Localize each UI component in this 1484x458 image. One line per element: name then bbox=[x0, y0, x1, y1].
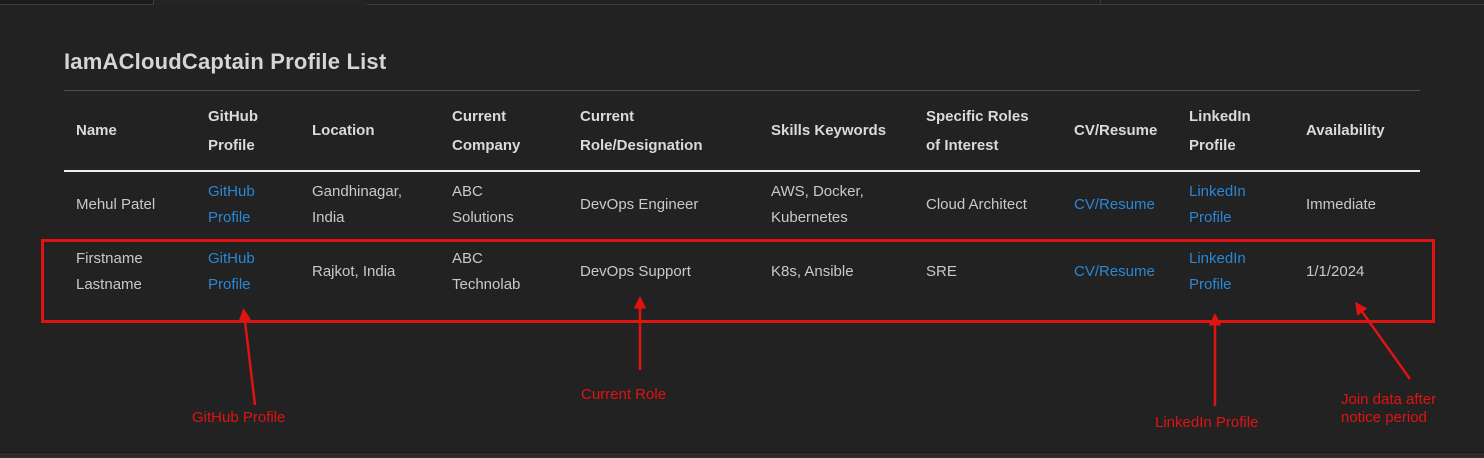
cell-current-role: DevOps Engineer bbox=[580, 196, 699, 213]
col-header-roles-of-interest: Specific Roles of Interest bbox=[914, 91, 1062, 172]
col-header-linkedin-profile: LinkedIn Profile bbox=[1177, 91, 1294, 172]
cell-roles-of-interest: Cloud Architect bbox=[926, 196, 1027, 213]
cell-company: ABC Technolab bbox=[452, 249, 521, 293]
tab-boundary-tick bbox=[1100, 0, 1101, 4]
cell-skills: K8s, Ansible bbox=[771, 262, 854, 280]
arrow-join-date bbox=[1355, 301, 1412, 380]
table-row: Firstname Lastname GitHub Profile Rajkot… bbox=[64, 238, 1420, 305]
github-profile-link[interactable]: GitHub Profile bbox=[208, 249, 255, 293]
col-header-name: Name bbox=[64, 91, 196, 172]
table-header-row: Name GitHub Profile Location Current Com… bbox=[64, 91, 1420, 172]
page-title: IamACloudCaptain Profile List bbox=[64, 49, 387, 74]
linkedin-profile-link[interactable]: LinkedIn Profile bbox=[1189, 183, 1246, 226]
cell-cv: CV/Resume bbox=[1062, 238, 1177, 305]
annotation-label-join-date: Join data after notice period bbox=[1341, 391, 1437, 426]
page-content: IamACloudCaptain Profile List Name GitHu… bbox=[64, 48, 1420, 305]
cv-resume-link[interactable]: CV/Resume bbox=[1074, 262, 1155, 280]
cell-cv: CV/Resume bbox=[1062, 171, 1177, 238]
annotation-label-linkedin-profile: LinkedIn Profile bbox=[1155, 414, 1259, 431]
linkedin-profile-link[interactable]: LinkedIn Profile bbox=[1189, 249, 1246, 293]
col-header-cv-resume: CV/Resume bbox=[1062, 91, 1177, 172]
table-row: Mehul Patel GitHub Profile Gandhinagar, … bbox=[64, 171, 1420, 238]
cell-current-role: DevOps Support bbox=[580, 262, 691, 280]
cell-location: Rajkot, India bbox=[312, 262, 396, 280]
cell-availability: 1/1/2024 bbox=[1306, 262, 1365, 280]
col-header-availability: Availability bbox=[1294, 91, 1420, 172]
cell-company: ABC Solutions bbox=[452, 183, 514, 226]
title-divider bbox=[64, 90, 1420, 91]
cell-location: Gandhinagar, India bbox=[312, 183, 403, 226]
cv-resume-link[interactable]: CV/Resume bbox=[1074, 196, 1155, 213]
cell-name: Mehul Patel bbox=[76, 196, 156, 213]
tab-strip-edge bbox=[367, 0, 1484, 5]
col-header-current-company: Current Company bbox=[440, 91, 568, 172]
col-header-current-role: Current Role/Designation bbox=[568, 91, 759, 172]
github-profile-link[interactable]: GitHub Profile bbox=[208, 183, 255, 226]
cell-linkedin: LinkedIn Profile bbox=[1177, 238, 1294, 305]
cell-linkedin: LinkedIn Profile bbox=[1177, 171, 1294, 238]
cell-name: Firstname Lastname bbox=[76, 249, 143, 293]
browser-tab-strip bbox=[0, 0, 1484, 5]
browser-tab-inactive[interactable] bbox=[0, 0, 154, 5]
col-header-github-profile: GitHub Profile bbox=[196, 91, 300, 172]
cell-roles-of-interest: SRE bbox=[926, 262, 957, 280]
col-header-location: Location bbox=[300, 91, 440, 172]
browser-tab-active[interactable] bbox=[154, 0, 366, 5]
cell-github: GitHub Profile bbox=[196, 171, 300, 238]
arrow-github-profile bbox=[238, 308, 257, 406]
profile-table: Name GitHub Profile Location Current Com… bbox=[64, 91, 1420, 305]
annotation-label-github-profile: GitHub Profile bbox=[192, 409, 286, 426]
cell-github: GitHub Profile bbox=[196, 238, 300, 305]
bottom-edge-strip bbox=[0, 452, 1484, 458]
cell-skills: AWS, Docker, Kubernetes bbox=[771, 183, 864, 226]
col-header-skills-keywords: Skills Keywords bbox=[759, 91, 914, 172]
annotation-label-current-role: Current Role bbox=[581, 386, 667, 403]
cell-availability: Immediate bbox=[1306, 196, 1377, 213]
